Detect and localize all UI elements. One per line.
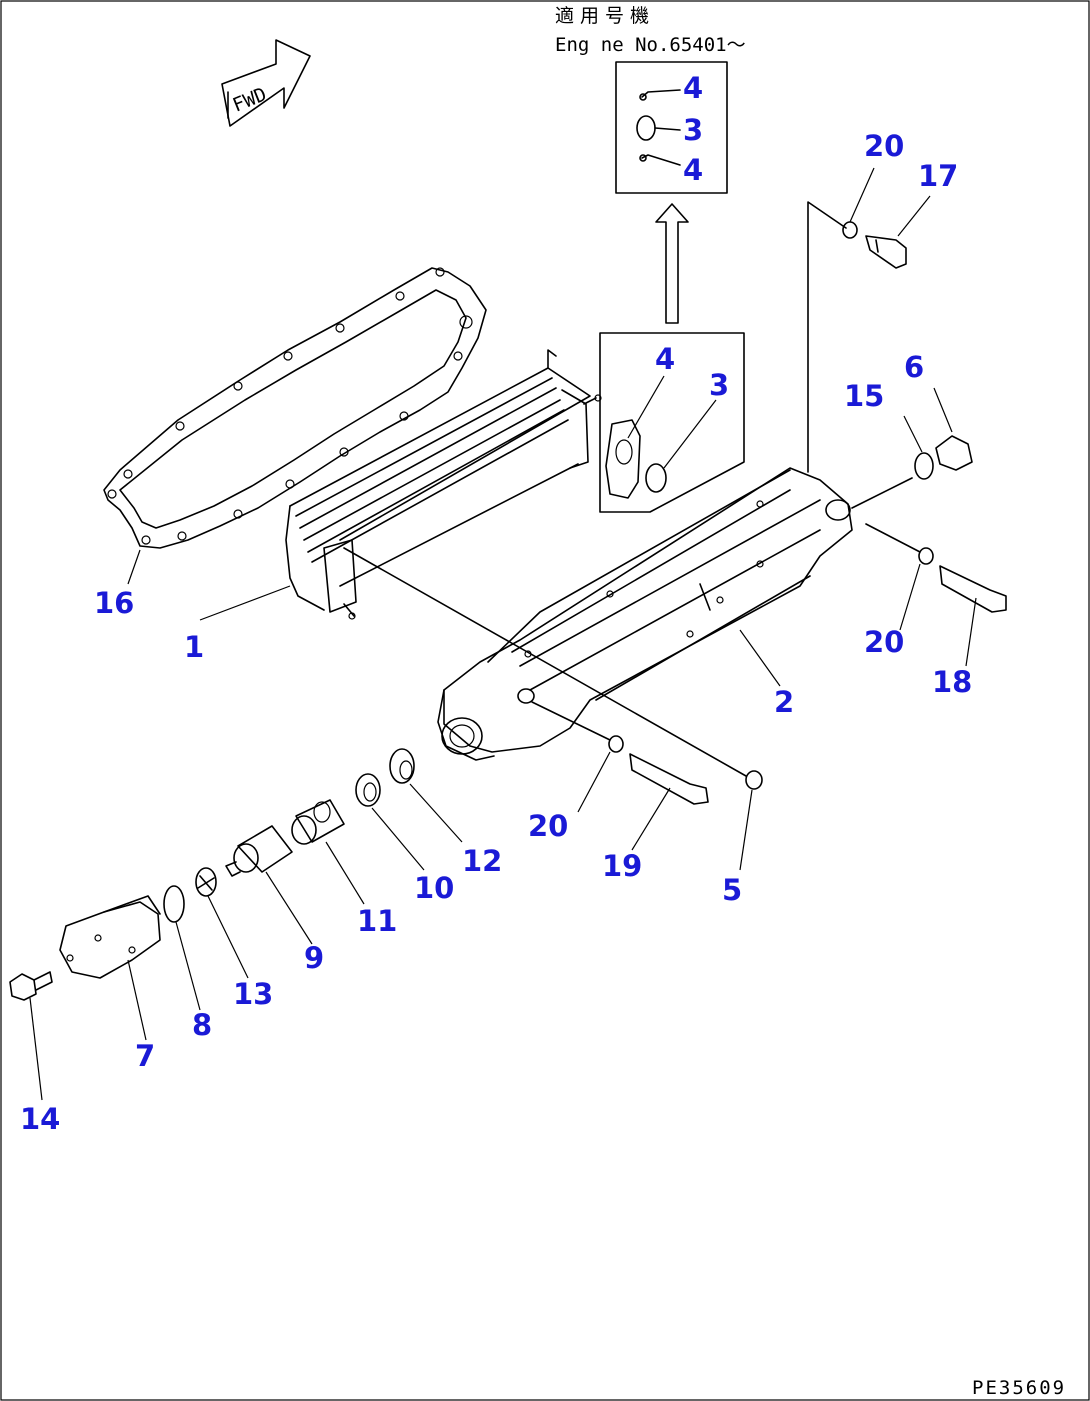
callout-20-right: 20 (864, 625, 904, 659)
callout-14: 14 (20, 1102, 60, 1136)
up-arrow-icon (655, 203, 689, 324)
callout-9: 9 (304, 941, 324, 975)
callout-8: 8 (192, 1008, 212, 1042)
plug-6-and-oring-15 (851, 435, 973, 509)
thermostat-cover-7-and-bolt-14 (9, 895, 161, 1001)
drawing-code: PE35609 (972, 1377, 1066, 1399)
oil-cooler-case-2 (437, 467, 853, 761)
oil-cooler-element-1 (285, 349, 602, 620)
callout-20-lower: 20 (528, 809, 568, 843)
callout-1: 1 (184, 630, 204, 664)
gasket-16 (103, 267, 487, 549)
inset-callout-3: 3 (683, 113, 703, 147)
callout-2: 2 (774, 685, 794, 719)
callout-4: 4 (655, 342, 675, 376)
callout-18: 18 (932, 665, 972, 699)
callout-12: 12 (462, 844, 502, 878)
thermostat-assembly-parts (163, 748, 415, 923)
inset-parts (636, 89, 681, 166)
leader-lines (29, 167, 977, 1101)
fwd-label: FWD (230, 83, 270, 116)
callout-6: 6 (904, 350, 924, 384)
callout-10: 10 (414, 871, 454, 905)
inset-callout-4-top: 4 (683, 71, 703, 105)
engine-serial-range: Eng ne No.65401～ (555, 34, 746, 56)
callout-5: 5 (722, 873, 742, 907)
callout-15: 15 (844, 379, 884, 413)
forward-arrow-icon: FWD (221, 39, 311, 127)
gasket-bracket (599, 332, 745, 513)
callout-19: 19 (602, 849, 642, 883)
washer-20-and-bolt-17 (842, 221, 907, 269)
applicable-models-label: 適用号機 (555, 5, 655, 27)
bracket-line-17 (807, 201, 847, 473)
callout-20-top: 20 (864, 129, 904, 163)
callout-17: 17 (918, 159, 958, 193)
callout-11: 11 (357, 904, 397, 938)
washer-20-bolt-19-clip-5 (343, 547, 763, 805)
gasket-4-and-oring-3 (605, 419, 667, 499)
callout-13: 13 (233, 977, 273, 1011)
washer-20-and-bolt-18 (865, 523, 1007, 613)
callout-16: 16 (94, 586, 134, 620)
inset-callout-4-bottom: 4 (683, 153, 703, 187)
callout-7: 7 (135, 1039, 155, 1073)
callout-3: 3 (709, 368, 729, 402)
inset-box (615, 61, 728, 194)
